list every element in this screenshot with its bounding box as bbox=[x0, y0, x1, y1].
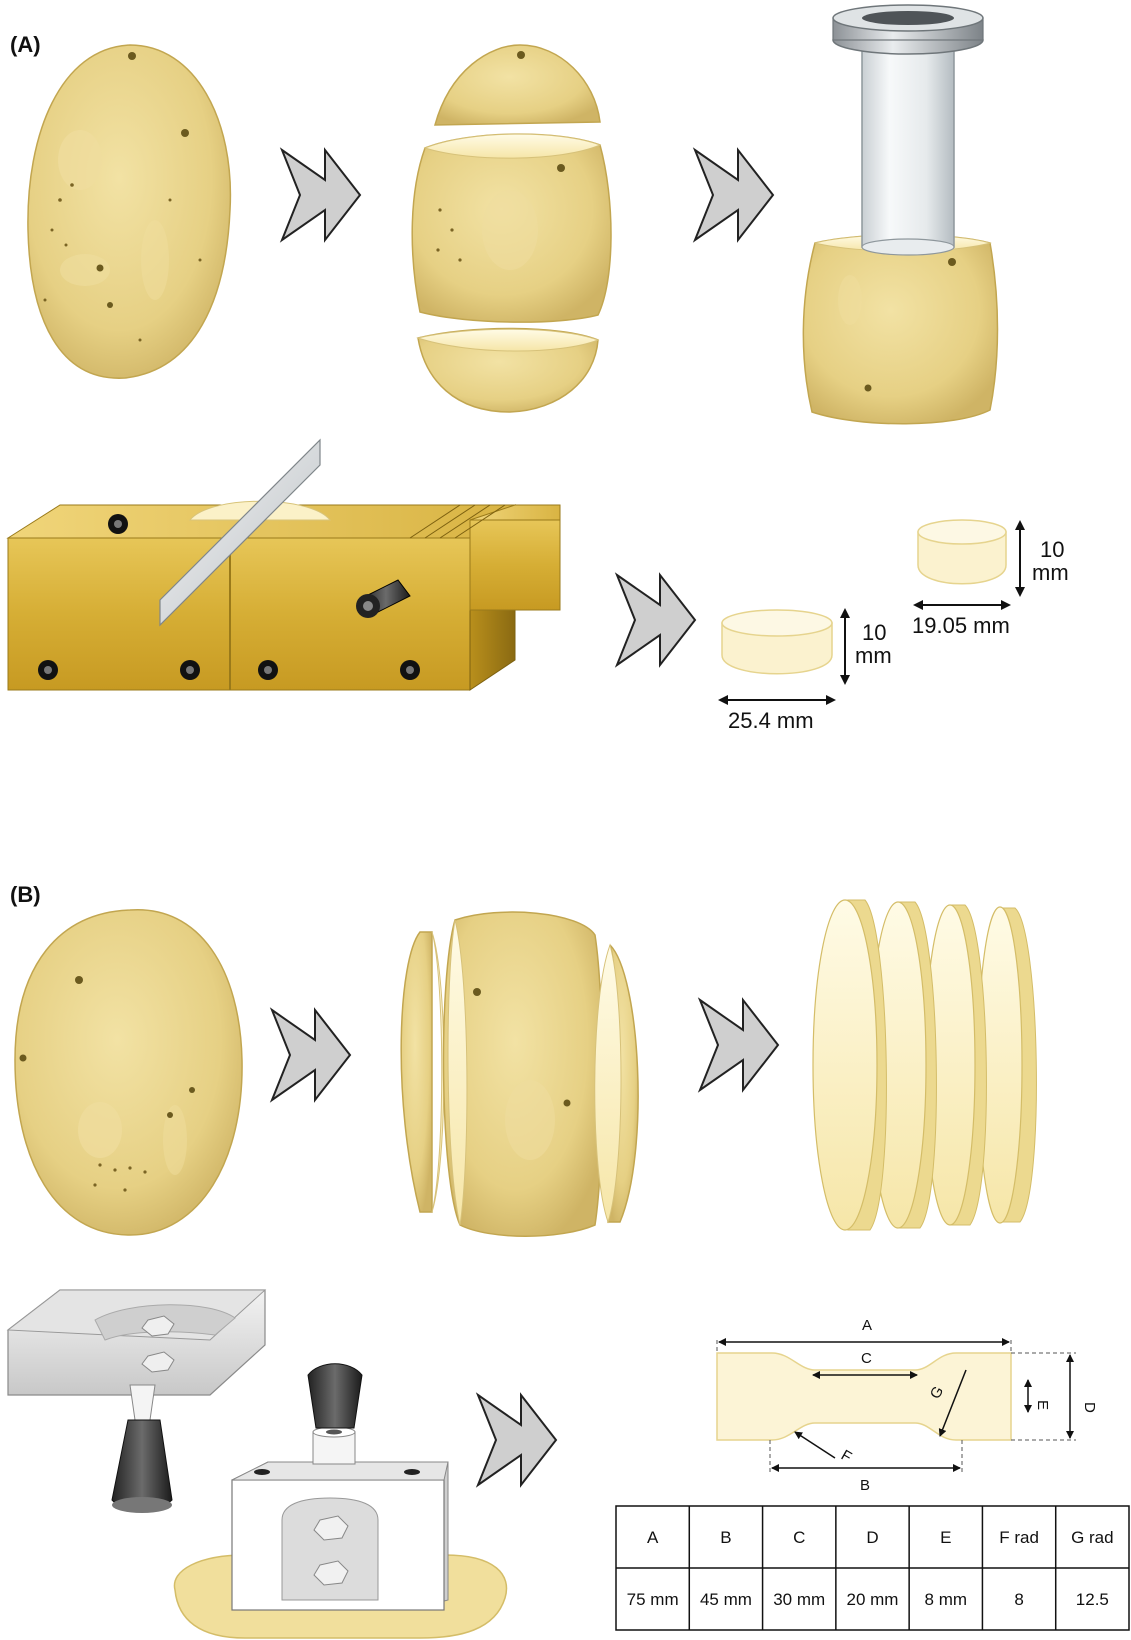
table-header-cell: C bbox=[793, 1528, 805, 1547]
dog-bone-cutter-tray bbox=[8, 1290, 265, 1513]
small-disc-height-value: 10 bbox=[1040, 537, 1064, 562]
whole-potato-b bbox=[15, 910, 242, 1235]
dim-label-f: F bbox=[838, 1447, 854, 1466]
whole-potato-a bbox=[28, 45, 231, 378]
large-disc-height-value: 10 bbox=[862, 620, 886, 645]
table-header-cell: E bbox=[940, 1528, 951, 1547]
process-arrow-a1 bbox=[282, 150, 360, 240]
table-header-cell: G rad bbox=[1071, 1528, 1114, 1547]
table-header-cell: F rad bbox=[999, 1528, 1039, 1547]
process-arrow-b2 bbox=[700, 1000, 778, 1090]
table-value-cell: 75 mm bbox=[627, 1590, 679, 1609]
small-disc-height-unit: mm bbox=[1032, 560, 1069, 585]
table-value-cell: 8 mm bbox=[925, 1590, 968, 1609]
dim-label-a: A bbox=[862, 1317, 872, 1334]
table-value-cell: 8 bbox=[1014, 1590, 1023, 1609]
potato-slices bbox=[813, 900, 1036, 1230]
large-disc-height-unit: mm bbox=[855, 643, 892, 668]
cork-borer-in-potato bbox=[803, 5, 997, 424]
process-arrow-a3 bbox=[617, 575, 695, 665]
table-value-cell: 45 mm bbox=[700, 1590, 752, 1609]
dog-bone-cutter-press bbox=[174, 1364, 506, 1638]
table-header-cell: D bbox=[866, 1528, 878, 1547]
panel-b-label: (B) bbox=[10, 882, 41, 907]
table-value-cell: 20 mm bbox=[847, 1590, 899, 1609]
panel-a-label: (A) bbox=[10, 32, 41, 57]
sliced-potato-b bbox=[401, 912, 638, 1236]
dim-label-e: E bbox=[1034, 1400, 1051, 1410]
large-disc-sample bbox=[722, 610, 832, 674]
table-header-cell: A bbox=[647, 1528, 659, 1547]
process-arrow-a2 bbox=[695, 150, 773, 240]
table-value-cell: 30 mm bbox=[773, 1590, 825, 1609]
large-disc-diameter-label: 25.4 mm bbox=[728, 708, 814, 733]
small-disc-sample bbox=[918, 520, 1006, 584]
small-disc-diameter-label: 19.05 mm bbox=[912, 613, 1010, 638]
table-value-cell: 12.5 bbox=[1076, 1590, 1109, 1609]
process-arrow-b3 bbox=[478, 1395, 556, 1485]
dim-label-c: C bbox=[861, 1350, 872, 1367]
dim-label-d: D bbox=[1081, 1402, 1098, 1413]
dim-label-b: B bbox=[860, 1477, 870, 1494]
process-arrow-b1 bbox=[272, 1010, 350, 1100]
golden-slicer-box bbox=[8, 440, 560, 690]
dimension-table: A B C D E F rad G rad 75 mm 45 mm 30 mm 20 mm 8 mm 8… bbox=[616, 1506, 1129, 1630]
cut-potato-a bbox=[412, 45, 611, 412]
table-header-cell: B bbox=[720, 1528, 731, 1547]
